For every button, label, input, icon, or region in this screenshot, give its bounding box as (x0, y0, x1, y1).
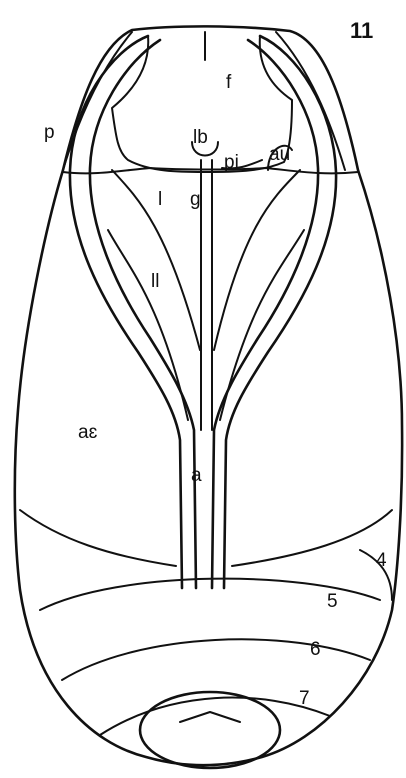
label-f: f (226, 72, 232, 93)
figure-number: 11 (350, 18, 373, 43)
label-ll: ll (151, 271, 159, 292)
segment-line-6 (62, 639, 370, 680)
leg-sheath-right-2 (220, 230, 304, 420)
antenna-sheath-left (70, 36, 182, 588)
wing-sheath-left (20, 510, 176, 566)
label-segment-7: 7 (299, 688, 310, 709)
label-pi: pi (224, 152, 239, 173)
wing-sheath-right (232, 510, 392, 566)
terminal-cap (140, 692, 280, 768)
label-segment-6: 6 (310, 639, 321, 660)
label-a: a (191, 465, 202, 486)
antenna-sheath-right (224, 36, 336, 588)
label-g: g (190, 189, 201, 210)
antenna-sheath-right-inner (212, 40, 318, 588)
segment-line-7 (100, 698, 330, 735)
label-au: au (269, 144, 290, 165)
label-lb: lb (193, 127, 208, 148)
label-segment-5: 5 (327, 591, 338, 612)
label-p: p (44, 122, 55, 143)
label-segment-4: 4 (376, 550, 387, 571)
cremaster-mark (180, 712, 240, 722)
label-l: l (158, 189, 162, 210)
label-ae: aɛ (78, 422, 98, 443)
